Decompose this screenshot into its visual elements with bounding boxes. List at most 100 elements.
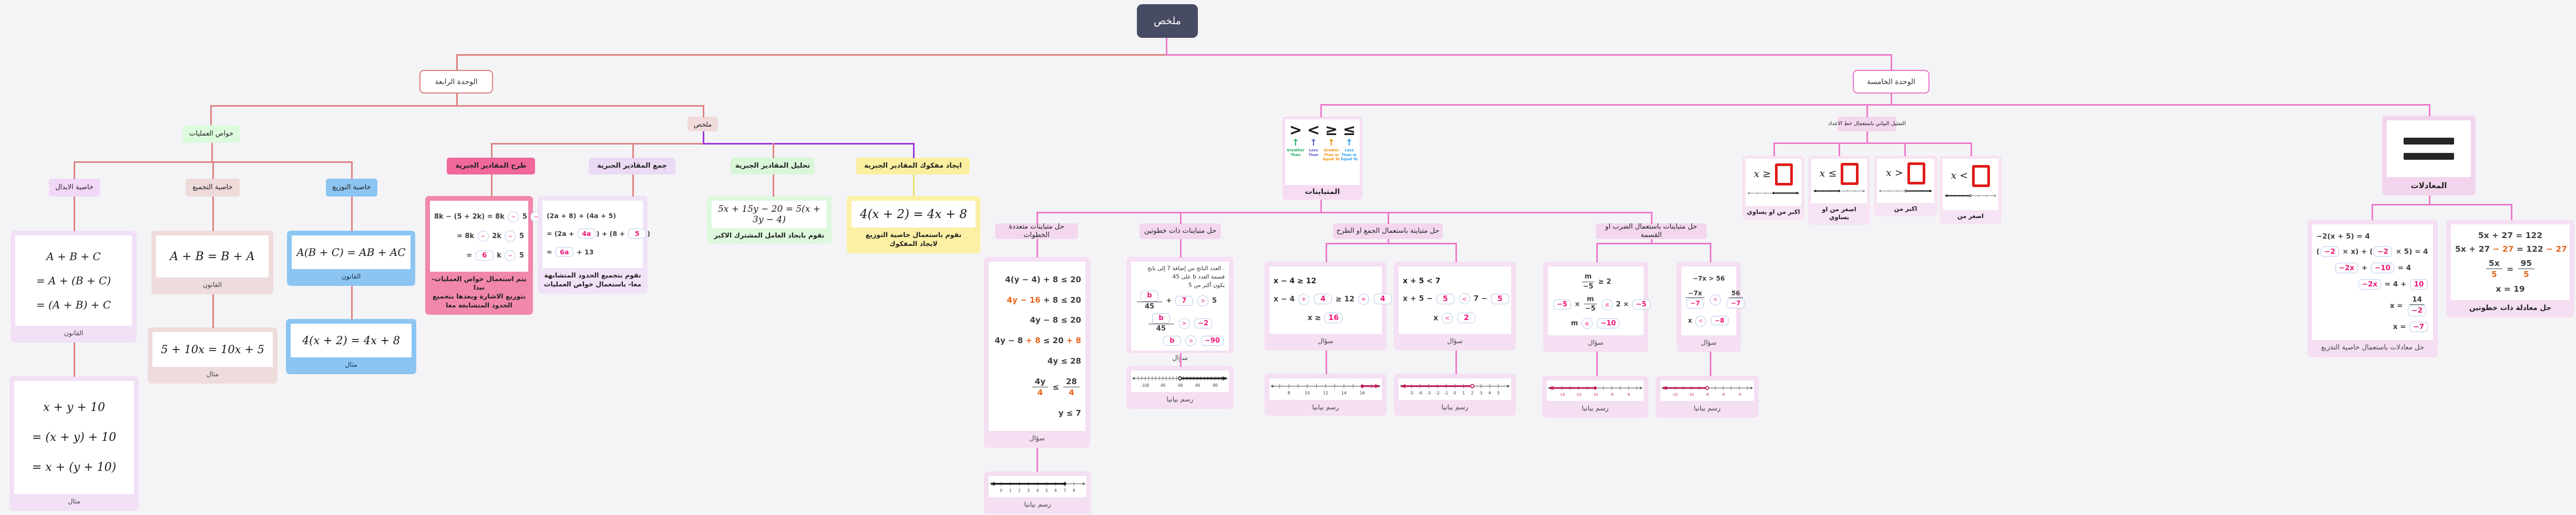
connector-line: [1180, 239, 1182, 258]
node-expand-expressions[interactable]: ايجاد مفكوك المقادير الجبرية: [856, 158, 970, 174]
connector-line: [351, 286, 353, 320]
connector-line: [1866, 131, 1868, 143]
card-distributive-law[interactable]: A(B + C) = AB + AC القانون: [287, 231, 415, 286]
node-factor-expressions[interactable]: تحليل المقادير الجبرية: [731, 158, 815, 174]
connector-line: [456, 54, 1167, 56]
connector-line: [1180, 212, 1182, 224]
connector-line: [351, 197, 353, 231]
node-unit5[interactable]: الوحدة الخامسة: [1853, 70, 1930, 94]
up-arrow-icon: ↑: [1345, 138, 1353, 149]
root-node[interactable]: ملخص: [1137, 4, 1198, 38]
svg-text:-5: -5: [1409, 390, 1413, 395]
card-muldiv-a-graph[interactable]: -14-12-10-8-6 رسم بيانيا: [1542, 376, 1648, 418]
svg-text:-1: -1: [1444, 390, 1449, 395]
card-distributive-example[interactable]: 4(x + 2) = 4x + 8 مثال: [286, 319, 416, 374]
card-commutative-example[interactable]: x + y + 10= (x + y) + 10= x + (y + 10) م…: [9, 376, 139, 511]
card-commutative-law[interactable]: A + B + C= A + (B + C)= (A + B) + C القا…: [11, 231, 137, 343]
node-multistep-inequalities[interactable]: حل متباينات متعددة الخطوات: [995, 223, 1078, 239]
card-subtract-expressions[interactable]: 8k − (5 + 2k) = 8k − 5 − 2k= 8k − 2k − 5…: [425, 196, 555, 315]
svg-text:8: 8: [1073, 488, 1075, 493]
node-commutative-property[interactable]: خاصية الابدال: [49, 179, 100, 197]
card-expand-expressions[interactable]: 4(x + 2) = 4x + 8 نقوم باستعمال خاصية ال…: [847, 196, 980, 253]
card-graph-le[interactable]: x ≤ اصغر من او يساوي: [1808, 156, 1870, 225]
svg-text:-3: -3: [1426, 390, 1431, 395]
svg-text:-100: -100: [1141, 383, 1150, 388]
connector-line: [74, 161, 75, 179]
inequality-symbol: ≥↑Greater Than or Equal To: [1322, 122, 1340, 182]
card-twostep-question[interactable]: . العدد الناتج من إضافة 7 إلى ناتج قسمة …: [1126, 257, 1234, 362]
question-caption: سؤال: [1447, 337, 1463, 345]
connector-line: [491, 174, 492, 197]
card-muldiv-b-graph[interactable]: -12-10-8-6-4 رسم بيانيا: [1656, 376, 1759, 418]
svg-text:5: 5: [1045, 488, 1048, 493]
svg-text:3: 3: [1480, 390, 1482, 395]
graph-caption: رسم بيانيا: [1166, 395, 1194, 404]
card-associative-law[interactable]: A + B = B + A القانون: [151, 231, 273, 294]
node-number-line-graphing[interactable]: التمثيل البياني باستعمال خط الاعداد: [1828, 117, 1906, 131]
node-inequalities[interactable]: >↑Greather Than<↑Less Than≥↑Greater Than…: [1282, 117, 1362, 200]
card-graph-gt[interactable]: x > اكبر من: [1874, 156, 1937, 217]
number-line: [1748, 189, 1799, 201]
card-graph-lt[interactable]: x < اصغر من: [1939, 156, 2002, 224]
node-muldiv-inequalities[interactable]: حل متباينات باستعمال الضرب او القسمة: [1596, 223, 1707, 239]
node-unit4-summary[interactable]: ملخص: [687, 117, 718, 131]
card-graph-ge[interactable]: x ≥ اكبر من او يساوي: [1742, 156, 1804, 220]
connector-line: [1166, 38, 1167, 54]
question-caption: سؤال: [1318, 337, 1333, 345]
unit5-title: الوحدة الخامسة: [1866, 77, 1916, 86]
card-twostep-graph[interactable]: -100-95-90-85-80 رسم بيانيا: [1126, 366, 1234, 409]
node-subtract-expressions[interactable]: طرح المقادير الجبرية: [447, 158, 535, 174]
connector-line: [1651, 239, 1653, 243]
connector-line: [1388, 239, 1389, 243]
connector-line: [1326, 243, 1455, 244]
node-twostep-inequalities[interactable]: حل متباينات ذات خطوتين: [1140, 223, 1221, 239]
connector-line: [1320, 104, 2429, 106]
connector-line: [212, 161, 214, 179]
law-caption: القانون: [64, 329, 84, 337]
card-equations-distributive[interactable]: −2(x + 5) = 4(−2 × x) + (−2 × 5) = 4−2x …: [2307, 220, 2438, 357]
node-equations[interactable]: المعادلات: [2382, 116, 2476, 195]
node-unit4[interactable]: الوحدة الرابعة: [419, 70, 493, 94]
node-operation-properties[interactable]: خواص العمليات: [183, 125, 240, 143]
connector-line: [913, 174, 915, 197]
unit4-title: الوحدة الرابعة: [435, 77, 478, 86]
node-add-expressions[interactable]: جمع المقادير الجبرية: [589, 158, 675, 174]
connector-line: [1326, 243, 1327, 262]
red-box-icon: [1907, 162, 1925, 185]
symbol-glyph: <: [1307, 121, 1320, 139]
connector-line: [456, 93, 458, 106]
connector-line: [1971, 142, 1972, 156]
svg-text:-85: -85: [1195, 383, 1200, 388]
formula: 4(x + 2) = 4x + 8: [851, 201, 976, 228]
node-associative-property[interactable]: خاصية التجميع: [186, 179, 240, 197]
graph-caption: رسم بيانيا: [1024, 500, 1051, 509]
equations-title: المعادلات: [2410, 180, 2447, 190]
node-addsub-inequality[interactable]: حل متباينة باستعمال الجمع او الطرح: [1333, 223, 1443, 239]
connector-line: [773, 174, 774, 197]
connector-line: [210, 105, 704, 107]
connector-line: [632, 174, 634, 197]
node-distributive-property[interactable]: خاصية التوزيع: [326, 179, 377, 197]
symbol-label: Greather Than: [1286, 148, 1305, 157]
equals-icon: [2387, 120, 2471, 177]
card-factor-expressions[interactable]: 5x + 15y − 20 = 5(x + 3y − 4) نقوم بايجا…: [707, 196, 832, 243]
card-add-expressions[interactable]: (2a + 8) + (4a + 5)= (2a + 4a) + (8 + 5)…: [538, 196, 650, 294]
connector-line: [1036, 212, 1038, 224]
connector-line: [1326, 351, 1327, 374]
svg-text:16: 16: [1360, 390, 1365, 395]
card-associative-example[interactable]: 5 + 10x = 10x + 5 مثال: [148, 327, 278, 384]
